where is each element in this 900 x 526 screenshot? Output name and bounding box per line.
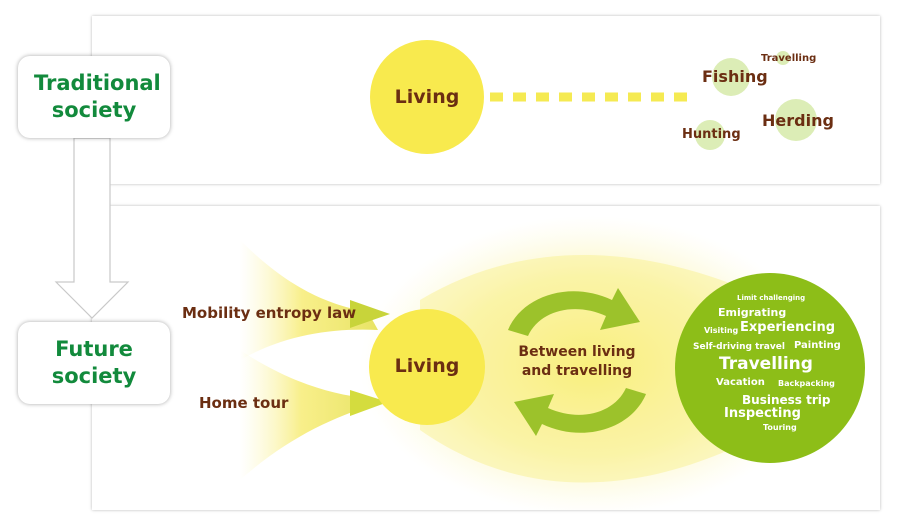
- word-visiting: Visiting: [704, 326, 739, 335]
- transition-arrow: [54, 137, 130, 319]
- cycle-arrow-top: [508, 288, 640, 336]
- travelling-label-small: Travelling: [761, 53, 817, 64]
- herding-label: Herding: [762, 111, 834, 130]
- mobility-inflow-beam: [240, 240, 378, 360]
- fishing-circle: [712, 58, 750, 96]
- living-circle-future: [369, 309, 485, 425]
- word-self-driving: Self-driving travel: [693, 342, 785, 352]
- word-business-trip: Business trip: [742, 393, 831, 407]
- living-label-future: Living: [394, 355, 460, 377]
- future-society-label: Future society: [51, 337, 137, 388]
- traditional-society-label: Traditional society: [34, 71, 161, 122]
- word-experiencing: Experiencing: [740, 320, 836, 335]
- herding-circle: [775, 99, 817, 141]
- home-tour-arrow-head: [350, 390, 388, 416]
- fishing-label: Fishing: [702, 67, 768, 86]
- word-painting: Painting: [794, 340, 841, 351]
- living-circle-traditional: [370, 40, 484, 154]
- energy-band: [420, 255, 770, 483]
- mobility-arrow-head: [350, 300, 390, 328]
- travelling-circle-small: [776, 51, 790, 65]
- cycle-arrow-bottom: [514, 388, 646, 436]
- living-label-traditional: Living: [394, 86, 460, 108]
- word-backpacking: Backpacking: [778, 379, 835, 388]
- mobility-entropy-law-label: Mobility entropy law: [182, 304, 357, 322]
- future-society-box: Future society: [18, 322, 170, 404]
- word-limit-challenging: Limit challenging: [737, 294, 806, 302]
- word-inspecting: Inspecting: [724, 406, 801, 421]
- home-tour-inflow-beam: [240, 350, 376, 480]
- hunting-label: Hunting: [682, 127, 741, 142]
- word-touring: Touring: [763, 423, 797, 432]
- between-label: Between living and travelling: [518, 344, 636, 379]
- traditional-society-box: Traditional society: [18, 56, 170, 138]
- home-tour-label: Home tour: [199, 394, 289, 412]
- traditional-panel: [92, 16, 880, 184]
- hunting-circle: [695, 120, 725, 150]
- word-emigrating: Emigrating: [718, 306, 787, 319]
- word-vacation: Vacation: [716, 377, 765, 388]
- travelling-circle: [675, 273, 865, 463]
- word-travelling: Travelling: [719, 354, 813, 374]
